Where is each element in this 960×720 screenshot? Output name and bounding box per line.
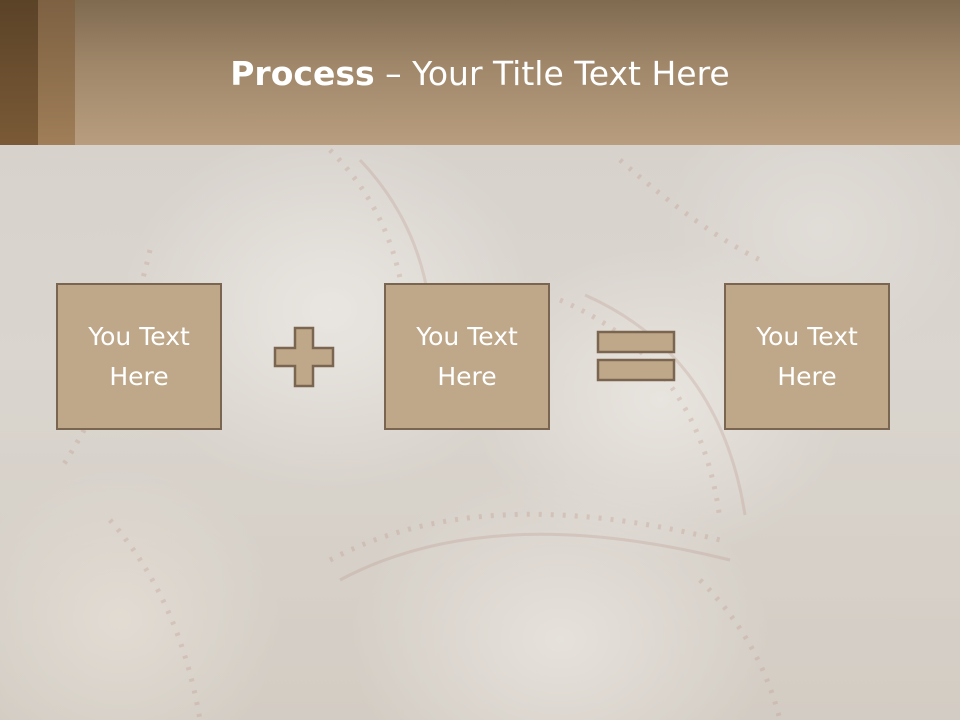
- plus-icon: [273, 326, 335, 388]
- process-box-1[interactable]: You Text Here: [56, 283, 222, 430]
- slide-title-bold: Process: [230, 54, 375, 93]
- process-box-3[interactable]: You Text Here: [724, 283, 890, 430]
- header-bar: [0, 0, 960, 145]
- slide-title[interactable]: Process – Your Title Text Here: [0, 52, 960, 96]
- header-accent-stripe: [38, 0, 75, 145]
- process-box-2[interactable]: You Text Here: [384, 283, 550, 430]
- slide-title-rest: – Your Title Text Here: [374, 54, 730, 93]
- equals-icon: [596, 330, 676, 382]
- process-box-3-text: You Text Here: [756, 321, 858, 391]
- header-accent-stripe: [0, 0, 38, 145]
- process-box-2-text: You Text Here: [416, 321, 518, 391]
- process-box-1-text: You Text Here: [88, 321, 190, 391]
